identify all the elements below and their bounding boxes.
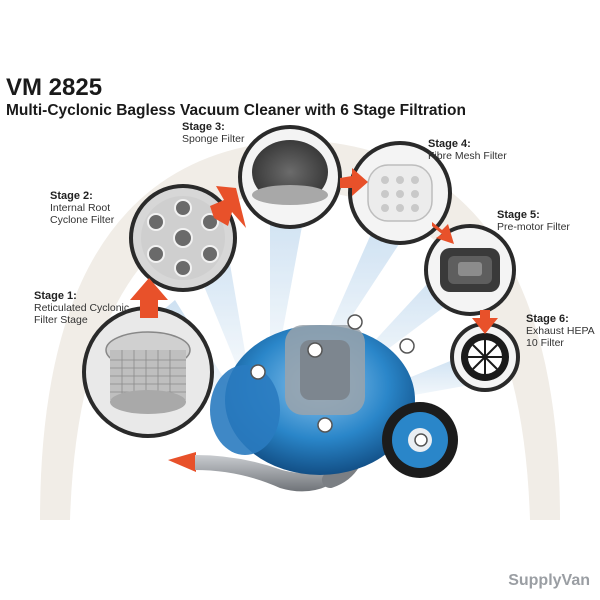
arrow-1-to-2 [130, 278, 168, 318]
stage-2-label: Stage 2: Internal Root Cyclone Filter [50, 190, 114, 226]
arrow-3-to-4 [340, 168, 368, 196]
arrow-intake [168, 452, 196, 472]
stage-5-label: Stage 5: Pre-motor Filter [497, 209, 570, 233]
flow-arrows [130, 168, 498, 472]
stage-6-title: Stage 6: [526, 313, 569, 325]
stage-5-title: Stage 5: [497, 209, 540, 221]
stage-3-title: Stage 3: [182, 121, 225, 133]
stage-1-filter-image [82, 306, 214, 438]
model-title: VM 2825 [6, 74, 103, 101]
stage-6-filter-image [450, 322, 520, 392]
stage-5-line-1: Pre-motor Filter [497, 221, 570, 233]
stage-5-filter-image [424, 224, 516, 316]
stage-2-line-1: Internal Root [50, 202, 111, 214]
stage-4-title: Stage 4: [428, 138, 471, 150]
stage-2-line-2: Cyclone Filter [50, 214, 115, 226]
arrow-4-to-5 [432, 222, 454, 244]
product-subtitle: Multi-Cyclonic Bagless Vacuum Cleaner wi… [6, 102, 466, 119]
stage-2-filter-image [129, 184, 237, 292]
arrow-5-to-6 [472, 310, 498, 334]
stage-1-line-1: Reticulated Cyclonic [34, 302, 130, 314]
stage-6-line-1: Exhaust HEPA [526, 325, 595, 337]
stage-1-label: Stage 1: Reticulated Cyclonic Filter Sta… [34, 290, 129, 326]
stage-3-line-1: Sponge Filter [182, 133, 245, 145]
stage-3-filter-image [238, 125, 342, 229]
stage-3-label: Stage 3: Sponge Filter [182, 121, 244, 145]
stage-4-label: Stage 4: Fibre Mesh Filter [428, 138, 507, 162]
stage-1-title: Stage 1: [34, 290, 77, 302]
stage-6-label: Stage 6: Exhaust HEPA 10 Filter [526, 313, 595, 349]
stage-1-line-2: Filter Stage [34, 314, 88, 326]
stage-4-filter-image [348, 141, 452, 245]
vacuum-cleaner-image [195, 314, 458, 492]
stage-2-title: Stage 2: [50, 190, 93, 202]
stage-6-line-2: 10 Filter [526, 337, 564, 349]
stage-4-line-1: Fibre Mesh Filter [428, 150, 507, 162]
arrow-2-to-3 [210, 186, 246, 228]
watermark: SupplyVan [508, 572, 590, 589]
